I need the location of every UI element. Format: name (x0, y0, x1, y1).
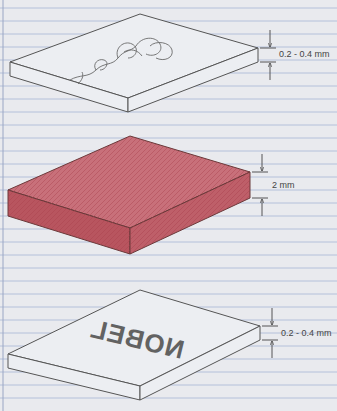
ruled-line (0, 294, 337, 295)
ruled-line (0, 125, 337, 126)
hatch-stroke (195, 130, 325, 260)
hatch-stroke (0, 130, 10, 260)
hatch-stroke (75, 130, 205, 260)
hatch-stroke (0, 130, 55, 260)
hatch-stroke (110, 130, 240, 260)
top-slab (10, 14, 258, 112)
hatch-stroke (220, 130, 337, 260)
dimension-label: 0.2 - 0.4 mm (279, 50, 330, 59)
hatch-stroke (175, 130, 305, 260)
hatch-stroke (240, 130, 337, 260)
hatch-stroke (145, 130, 275, 260)
hatch-stroke (210, 130, 337, 260)
margin-line (3, 0, 4, 411)
hatch-stroke (25, 130, 155, 260)
hatch-stroke (285, 130, 337, 260)
engraved-mirrored-text: NOBEL (87, 315, 186, 363)
hatch-stroke (100, 130, 230, 260)
hatch-stroke (0, 130, 125, 260)
hatch-stroke (50, 130, 180, 260)
ruled-line (0, 112, 337, 113)
hatch-stroke (0, 130, 115, 260)
hatch-stroke (10, 130, 140, 260)
ruled-line (0, 268, 337, 269)
hatch-stroke (60, 130, 190, 260)
hatch-stroke (245, 130, 337, 260)
bottom-slab (8, 290, 260, 400)
hatch-stroke (200, 130, 330, 260)
hatch-stroke (265, 130, 337, 260)
hatch-stroke (0, 130, 95, 260)
dimension-label: 0.2 - 0.4 mm (281, 329, 332, 338)
hatch-stroke (135, 130, 265, 260)
hatch-stroke (140, 130, 270, 260)
hatch-stroke (15, 130, 145, 260)
hatch-stroke (0, 130, 15, 260)
hatch-stroke (0, 130, 45, 260)
hatch-stroke (170, 130, 300, 260)
hatch-stroke (225, 130, 337, 260)
hatch-stroke (250, 130, 337, 260)
pencil-hatching (0, 130, 337, 260)
hatch-stroke (80, 130, 210, 260)
hatch-stroke (235, 130, 337, 260)
hatch-stroke (190, 130, 320, 260)
hatch-stroke (160, 130, 290, 260)
hatch-stroke (70, 130, 200, 260)
ruled-line (0, 398, 337, 399)
hatch-stroke (180, 130, 310, 260)
hatch-stroke (280, 130, 337, 260)
hatch-stroke (125, 130, 255, 260)
hatch-stroke (20, 130, 150, 260)
hatch-stroke (105, 130, 235, 260)
hatch-stroke (115, 130, 245, 260)
hatch-stroke (270, 130, 337, 260)
hatch-stroke (90, 130, 220, 260)
hatch-stroke (165, 130, 295, 260)
hatch-stroke (35, 130, 165, 260)
ruled-line (0, 21, 337, 22)
dimension-label: 2 mm (272, 181, 295, 190)
hatch-stroke (130, 130, 260, 260)
hatch-stroke (230, 130, 337, 260)
hatch-stroke (0, 130, 75, 260)
hatch-stroke (260, 130, 337, 260)
ruled-line (0, 138, 337, 139)
ruled-line (0, 99, 337, 100)
hatch-stroke (45, 130, 175, 260)
hatch-stroke (0, 130, 85, 260)
hatch-stroke (120, 130, 250, 260)
engraved-figure (70, 38, 172, 84)
ruled-line (0, 281, 337, 282)
hatch-stroke (155, 130, 285, 260)
hatch-stroke (30, 130, 160, 260)
hatch-stroke (185, 130, 315, 260)
hatch-stroke (255, 130, 337, 260)
hatch-stroke (55, 130, 185, 260)
hatch-stroke (150, 130, 280, 260)
hatch-stroke (40, 130, 170, 260)
ruled-lines (0, 8, 337, 398)
ruled-line (0, 255, 337, 256)
hatch-stroke (85, 130, 215, 260)
hatch-stroke (65, 130, 195, 260)
hatch-stroke (0, 130, 25, 260)
ruled-line (0, 242, 337, 243)
hatch-stroke (275, 130, 337, 260)
hatch-stroke (0, 130, 130, 260)
hatch-stroke (5, 130, 135, 260)
hatch-stroke (205, 130, 335, 260)
hatch-stroke (295, 130, 337, 260)
dimension-lines (252, 30, 278, 358)
hatch-stroke (95, 130, 225, 260)
hatch-stroke (215, 130, 337, 260)
ruled-line (0, 8, 337, 9)
hatch-stroke (290, 130, 337, 260)
hatch-stroke (0, 130, 5, 260)
